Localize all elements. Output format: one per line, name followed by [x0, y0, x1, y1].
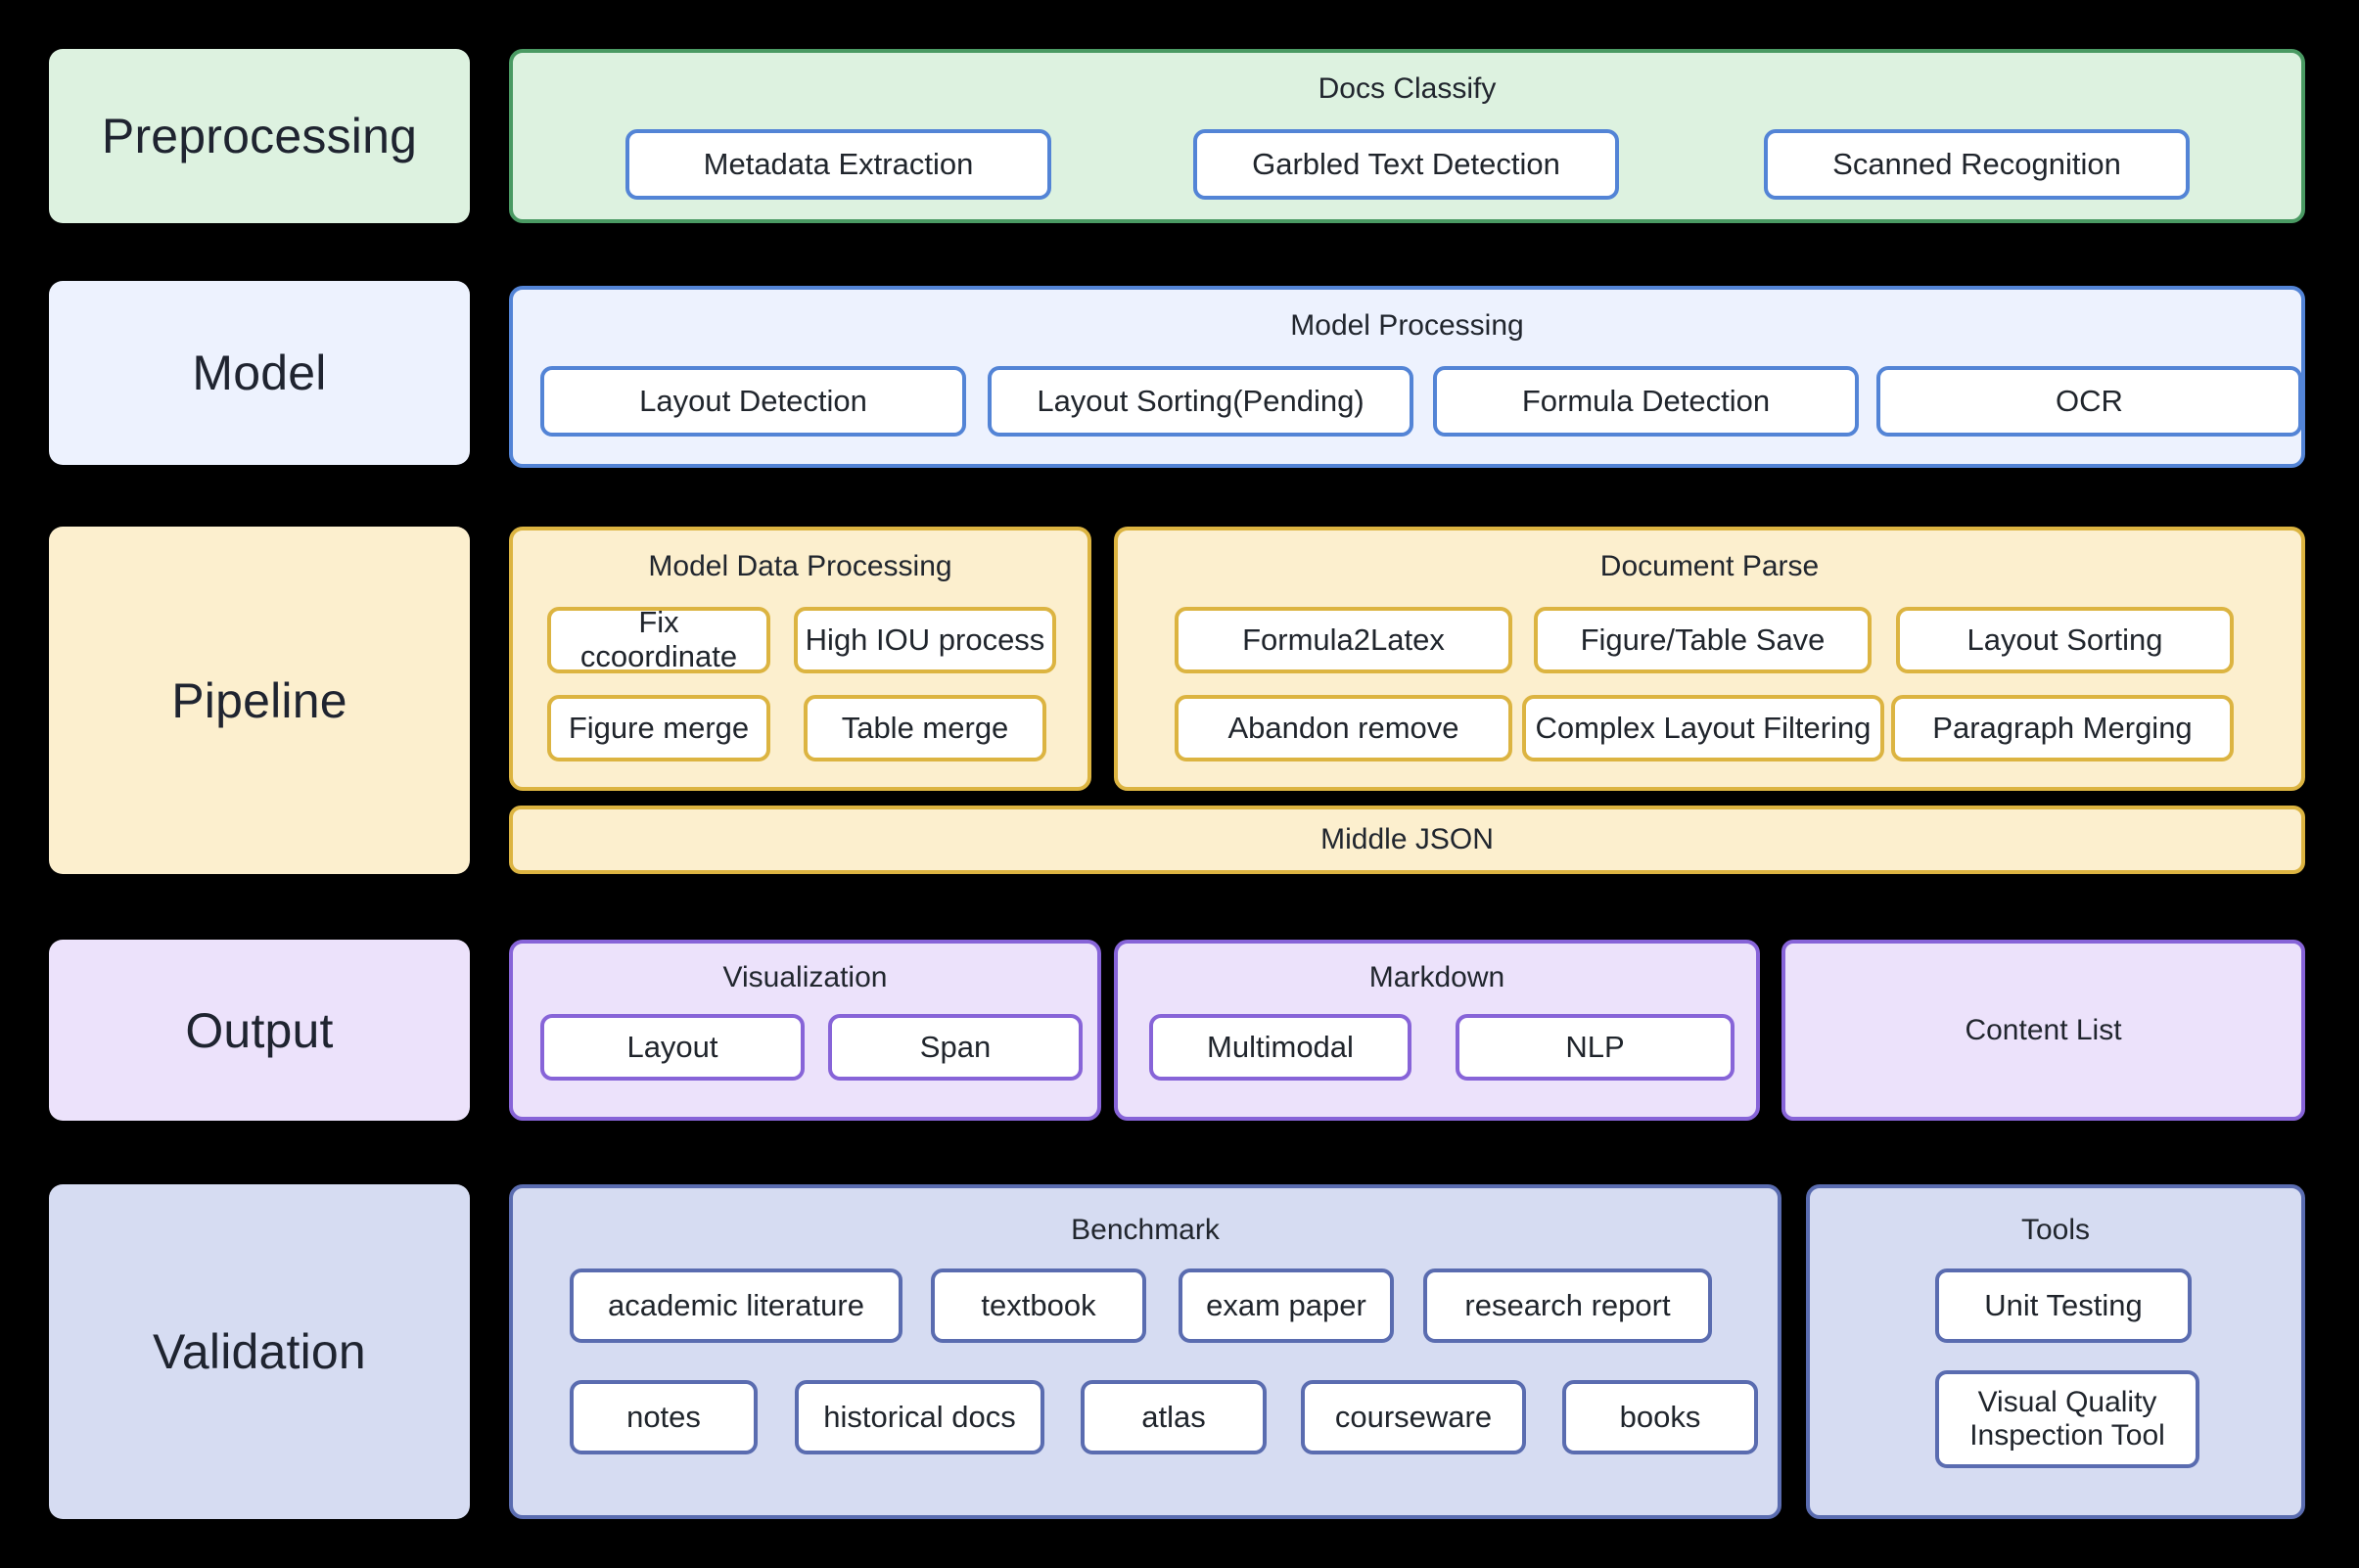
chip-academic-literature[interactable]: academic literature — [570, 1268, 902, 1343]
chip-layout-sorting[interactable]: Layout Sorting — [1896, 607, 2234, 673]
chip-abandon-remove[interactable]: Abandon remove — [1175, 695, 1512, 761]
stage-label-validation: Validation — [49, 1184, 470, 1519]
chip-high-iou-process[interactable]: High IOU process — [794, 607, 1056, 673]
chip-books[interactable]: books — [1562, 1380, 1758, 1454]
chip-visual-quality-inspection-tool[interactable]: Visual Quality Inspection Tool — [1935, 1370, 2199, 1468]
chip-textbook[interactable]: textbook — [931, 1268, 1146, 1343]
chip-formula-detection[interactable]: Formula Detection — [1433, 366, 1859, 437]
stage-label-output-text: Output — [185, 1002, 334, 1058]
group-title-model-data-processing: Model Data Processing — [648, 550, 952, 582]
chip-span[interactable]: Span — [828, 1014, 1083, 1081]
group-docs-classify: Docs Classify Metadata Extraction Garble… — [509, 49, 2305, 223]
group-model-data-processing: Model Data Processing Fix ccoordinate Hi… — [509, 527, 1091, 791]
group-title-benchmark: Benchmark — [1071, 1214, 1220, 1246]
bar-middle-json-label: Middle JSON — [1320, 823, 1494, 855]
chip-atlas[interactable]: atlas — [1081, 1380, 1267, 1454]
chip-multimodal[interactable]: Multimodal — [1149, 1014, 1411, 1081]
chip-complex-layout-filtering[interactable]: Complex Layout Filtering — [1522, 695, 1884, 761]
stage-label-output: Output — [49, 940, 470, 1121]
chip-research-report[interactable]: research report — [1423, 1268, 1712, 1343]
bar-middle-json[interactable]: Middle JSON — [509, 806, 2305, 874]
chip-nlp[interactable]: NLP — [1456, 1014, 1735, 1081]
chip-formula2latex[interactable]: Formula2Latex — [1175, 607, 1512, 673]
stage-label-preprocessing: Preprocessing — [49, 49, 470, 223]
stage-label-validation-text: Validation — [153, 1324, 366, 1379]
group-visualization: Visualization Layout Span — [509, 940, 1101, 1121]
group-benchmark: Benchmark academic literature textbook e… — [509, 1184, 1781, 1519]
chip-layout[interactable]: Layout — [540, 1014, 805, 1081]
group-tools: Tools Unit Testing Visual Quality Inspec… — [1806, 1184, 2305, 1519]
group-title-docs-classify: Docs Classify — [1318, 72, 1497, 105]
chip-figure-merge[interactable]: Figure merge — [547, 695, 770, 761]
chip-layout-detection[interactable]: Layout Detection — [540, 366, 966, 437]
stage-label-model-text: Model — [192, 346, 327, 400]
chip-courseware[interactable]: courseware — [1301, 1380, 1526, 1454]
stage-label-pipeline-text: Pipeline — [171, 672, 347, 728]
stage-label-pipeline: Pipeline — [49, 527, 470, 874]
stage-label-model: Model — [49, 281, 470, 465]
group-markdown: Markdown Multimodal NLP — [1114, 940, 1760, 1121]
chip-metadata-extraction[interactable]: Metadata Extraction — [625, 129, 1051, 200]
chip-scanned-recognition[interactable]: Scanned Recognition — [1764, 129, 2190, 200]
chip-paragraph-merging[interactable]: Paragraph Merging — [1891, 695, 2234, 761]
chip-ocr[interactable]: OCR — [1876, 366, 2302, 437]
chip-exam-paper[interactable]: exam paper — [1179, 1268, 1394, 1343]
chip-layout-sorting-pending[interactable]: Layout Sorting(Pending) — [988, 366, 1413, 437]
bar-content-list[interactable]: Content List — [1781, 940, 2305, 1121]
group-model-processing: Model Processing Layout Detection Layout… — [509, 286, 2305, 468]
group-title-tools: Tools — [2020, 1214, 2091, 1246]
chip-unit-testing[interactable]: Unit Testing — [1935, 1268, 2192, 1343]
chip-notes[interactable]: notes — [570, 1380, 758, 1454]
chip-garbled-text-detection[interactable]: Garbled Text Detection — [1193, 129, 1619, 200]
group-title-markdown: Markdown — [1368, 961, 1505, 993]
group-title-visualization: Visualization — [722, 961, 888, 993]
chip-fix-ccoordinate[interactable]: Fix ccoordinate — [547, 605, 770, 673]
bar-content-list-label: Content List — [1965, 1013, 2122, 1046]
stage-label-preprocessing-text: Preprocessing — [101, 109, 418, 163]
group-document-parse: Document Parse Formula2Latex Figure/Tabl… — [1114, 527, 2305, 791]
group-title-model-processing: Model Processing — [1290, 309, 1524, 342]
chip-figure-table-save[interactable]: Figure/Table Save — [1534, 607, 1872, 673]
group-title-document-parse: Document Parse — [1599, 550, 1820, 582]
chip-historical-docs[interactable]: historical docs — [795, 1380, 1044, 1454]
chip-table-merge[interactable]: Table merge — [804, 695, 1046, 761]
